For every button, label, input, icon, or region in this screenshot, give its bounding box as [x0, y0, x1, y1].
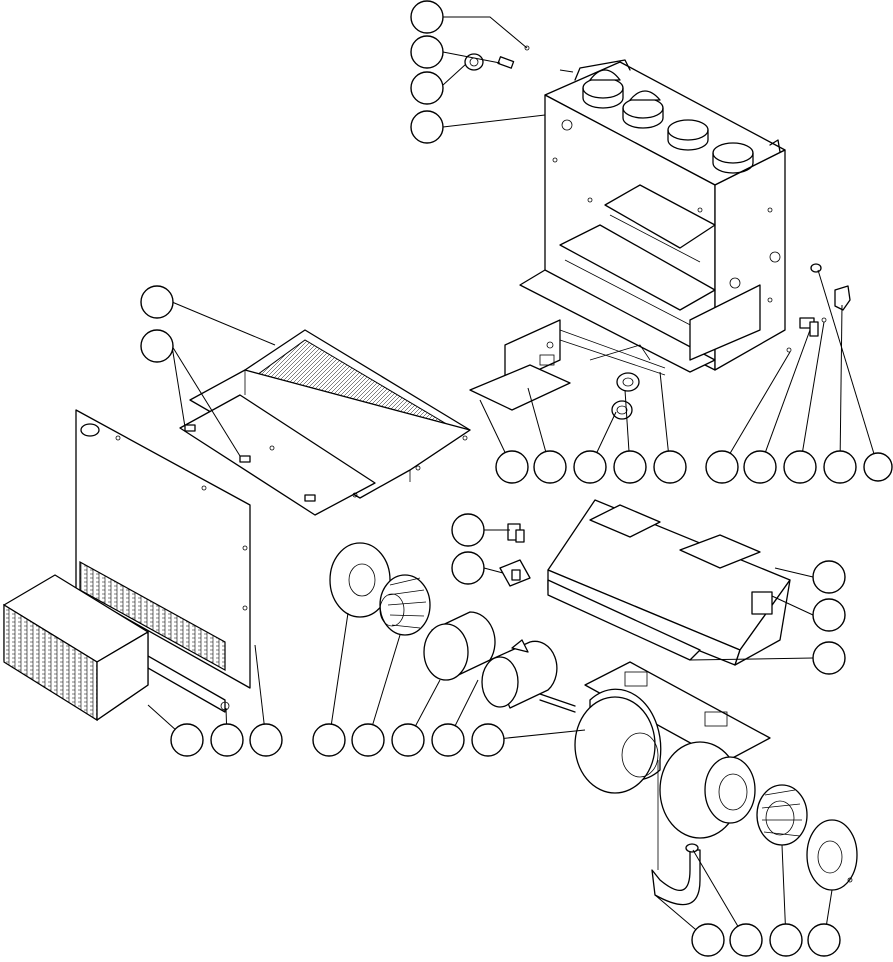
callout-balloon — [451, 551, 485, 585]
mounting-bracket-plate — [469, 319, 666, 411]
callout-balloon — [495, 450, 529, 484]
grille-insert — [3, 574, 230, 722]
callout-balloon — [812, 560, 846, 594]
blower-housing — [574, 661, 771, 839]
grommets — [611, 372, 640, 420]
callout-balloon — [863, 452, 893, 482]
callout-balloon — [351, 723, 385, 757]
filter-assembly — [179, 329, 471, 516]
callout-balloon — [812, 641, 846, 675]
callout-balloons — [140, 0, 893, 957]
callout-balloon — [312, 723, 346, 757]
blower-motor-parts — [329, 542, 576, 713]
callout-balloon — [391, 723, 425, 757]
callout-balloon — [533, 450, 567, 484]
side-fasteners — [786, 263, 851, 353]
callout-balloon — [210, 723, 244, 757]
top-small-parts — [464, 45, 574, 73]
heater-box-housing — [519, 59, 786, 373]
callout-balloon — [410, 71, 444, 105]
callout-balloon — [613, 450, 647, 484]
callout-balloon — [653, 450, 687, 484]
callout-balloon — [140, 285, 174, 319]
callout-balloon — [691, 923, 725, 957]
callout-balloon — [410, 0, 444, 34]
callout-balloon — [769, 923, 803, 957]
callout-balloon — [410, 35, 444, 69]
right-side-wheel-and-gasket — [756, 784, 858, 891]
callout-balloon — [140, 329, 174, 363]
drain-tube — [651, 760, 701, 906]
callout-balloon — [823, 450, 857, 484]
relay-and-switch — [499, 523, 531, 587]
callout-balloon — [807, 923, 841, 957]
callout-balloon — [451, 513, 485, 547]
blower-cover — [547, 499, 791, 666]
callout-balloon — [471, 723, 505, 757]
callout-balloon — [783, 450, 817, 484]
callout-balloon — [812, 598, 846, 632]
callout-balloon — [410, 110, 444, 144]
air-outlet-collars — [582, 69, 754, 174]
callout-balloon — [249, 723, 283, 757]
callout-balloon — [431, 723, 465, 757]
callout-balloon — [729, 923, 763, 957]
callout-balloon — [743, 450, 777, 484]
callout-balloon — [170, 723, 204, 757]
callout-balloon — [573, 450, 607, 484]
callout-balloon — [705, 450, 739, 484]
